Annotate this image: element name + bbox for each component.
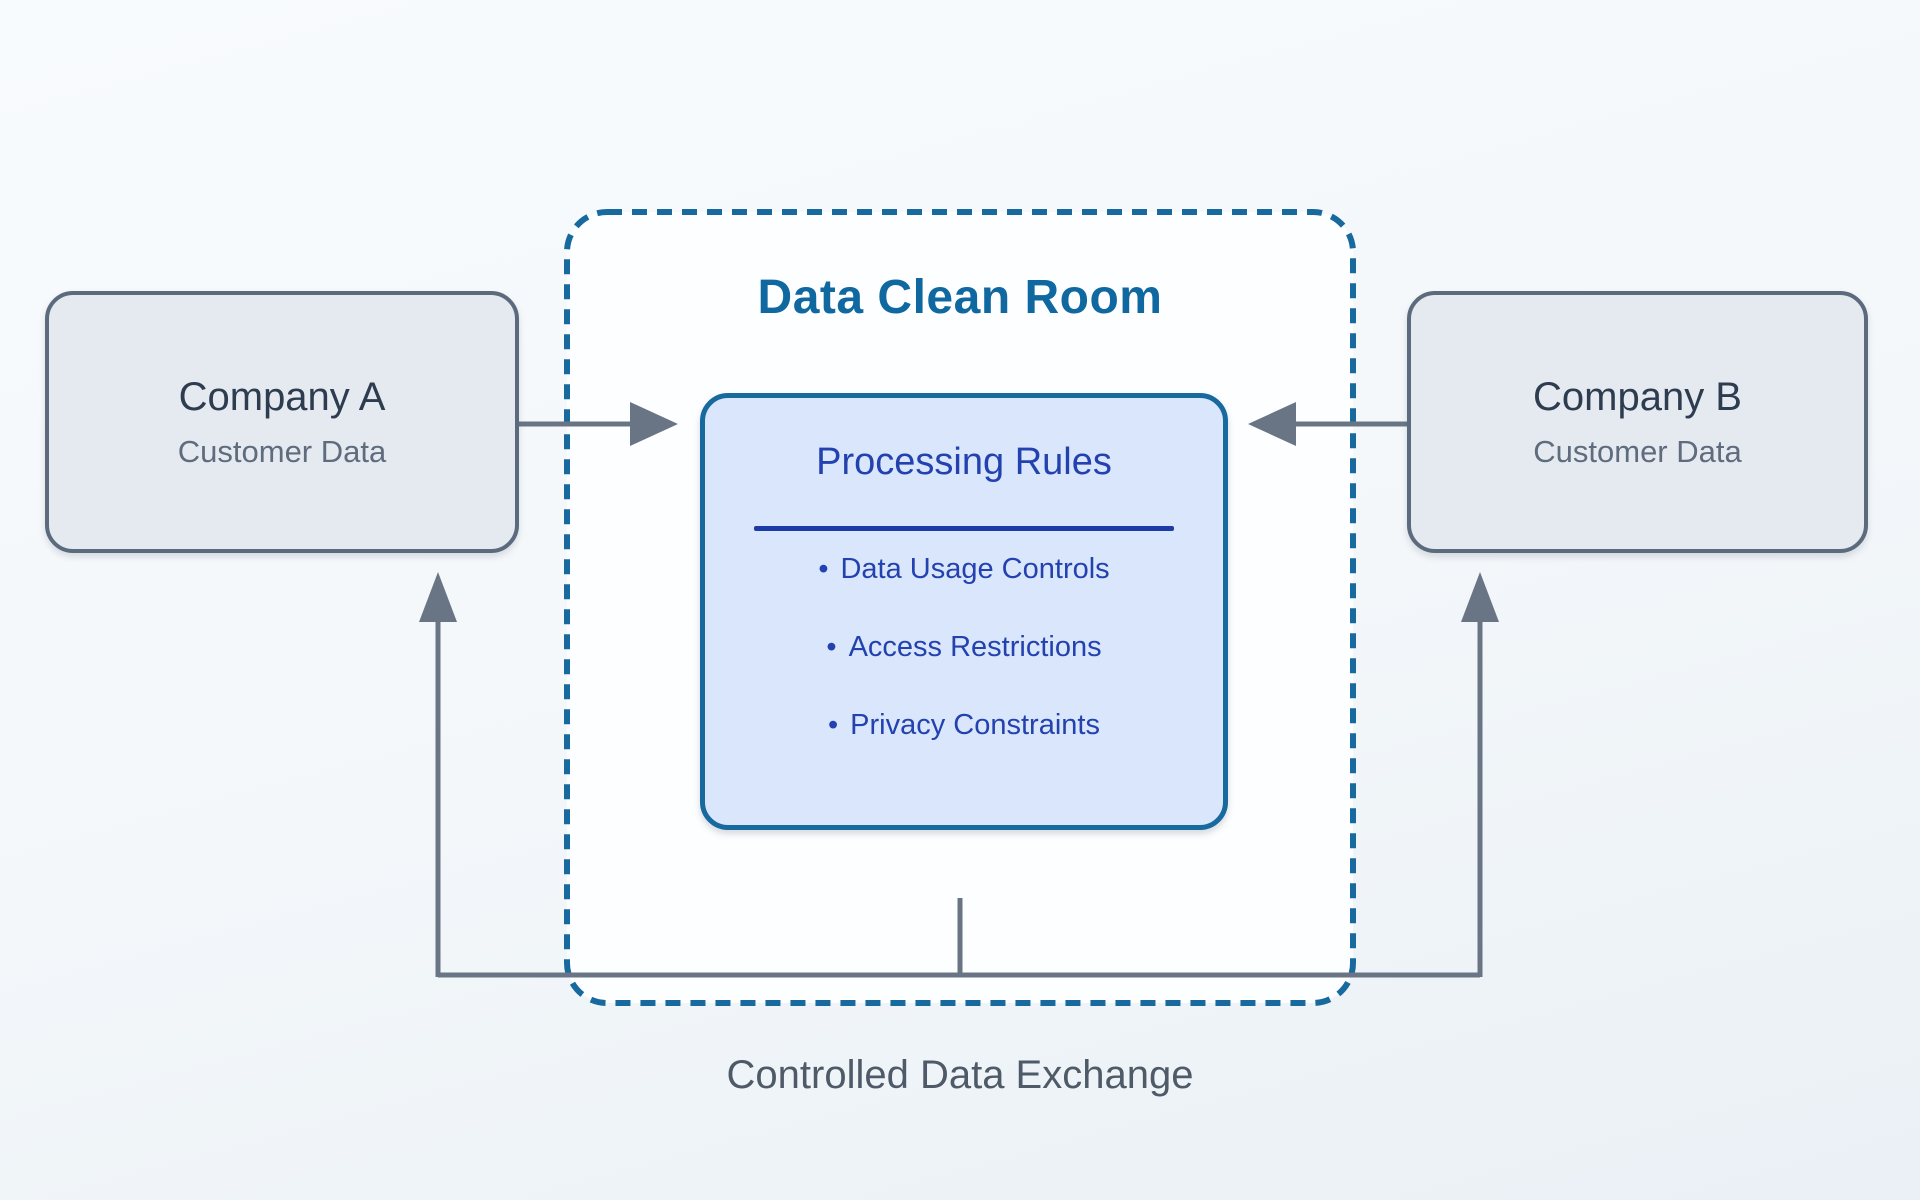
company-a-subtitle: Customer Data bbox=[177, 434, 387, 469]
list-item: • Data Usage Controls bbox=[705, 551, 1223, 587]
company-b-subtitle: Customer Data bbox=[1533, 434, 1742, 469]
bullet-icon: • bbox=[818, 553, 829, 585]
company-a-name: Company A bbox=[178, 375, 386, 419]
company-b-name: Company B bbox=[1533, 375, 1742, 419]
list-item-label: Access Restrictions bbox=[848, 631, 1102, 663]
feedback-left-arrowhead-icon bbox=[419, 572, 457, 622]
clean-room-title: Data Clean Room bbox=[757, 271, 1163, 324]
arrow-b-to-cleanroom-head-icon bbox=[1248, 402, 1296, 446]
processing-rules-title: Processing Rules bbox=[816, 441, 1112, 483]
bullet-icon: • bbox=[826, 631, 837, 663]
list-item: • Access Restrictions bbox=[705, 629, 1223, 665]
bullet-icon: • bbox=[828, 709, 839, 741]
arrow-a-to-cleanroom-head-icon bbox=[630, 402, 678, 446]
feedback-right-arrowhead-icon bbox=[1461, 572, 1499, 622]
company-a-node: Company A Customer Data bbox=[45, 291, 519, 553]
processing-rules-list: • Data Usage Controls • Access Restriction… bbox=[705, 551, 1223, 743]
list-item-label: Privacy Constraints bbox=[850, 709, 1100, 741]
processing-divider-line bbox=[754, 526, 1174, 531]
processing-rules-node: Processing Rules • Data Usage Controls • A… bbox=[700, 393, 1228, 830]
list-item-label: Data Usage Controls bbox=[840, 553, 1110, 585]
company-b-node: Company B Customer Data bbox=[1407, 291, 1868, 553]
diagram-caption: Controlled Data Exchange bbox=[726, 1053, 1194, 1097]
list-item: • Privacy Constraints bbox=[705, 707, 1223, 743]
